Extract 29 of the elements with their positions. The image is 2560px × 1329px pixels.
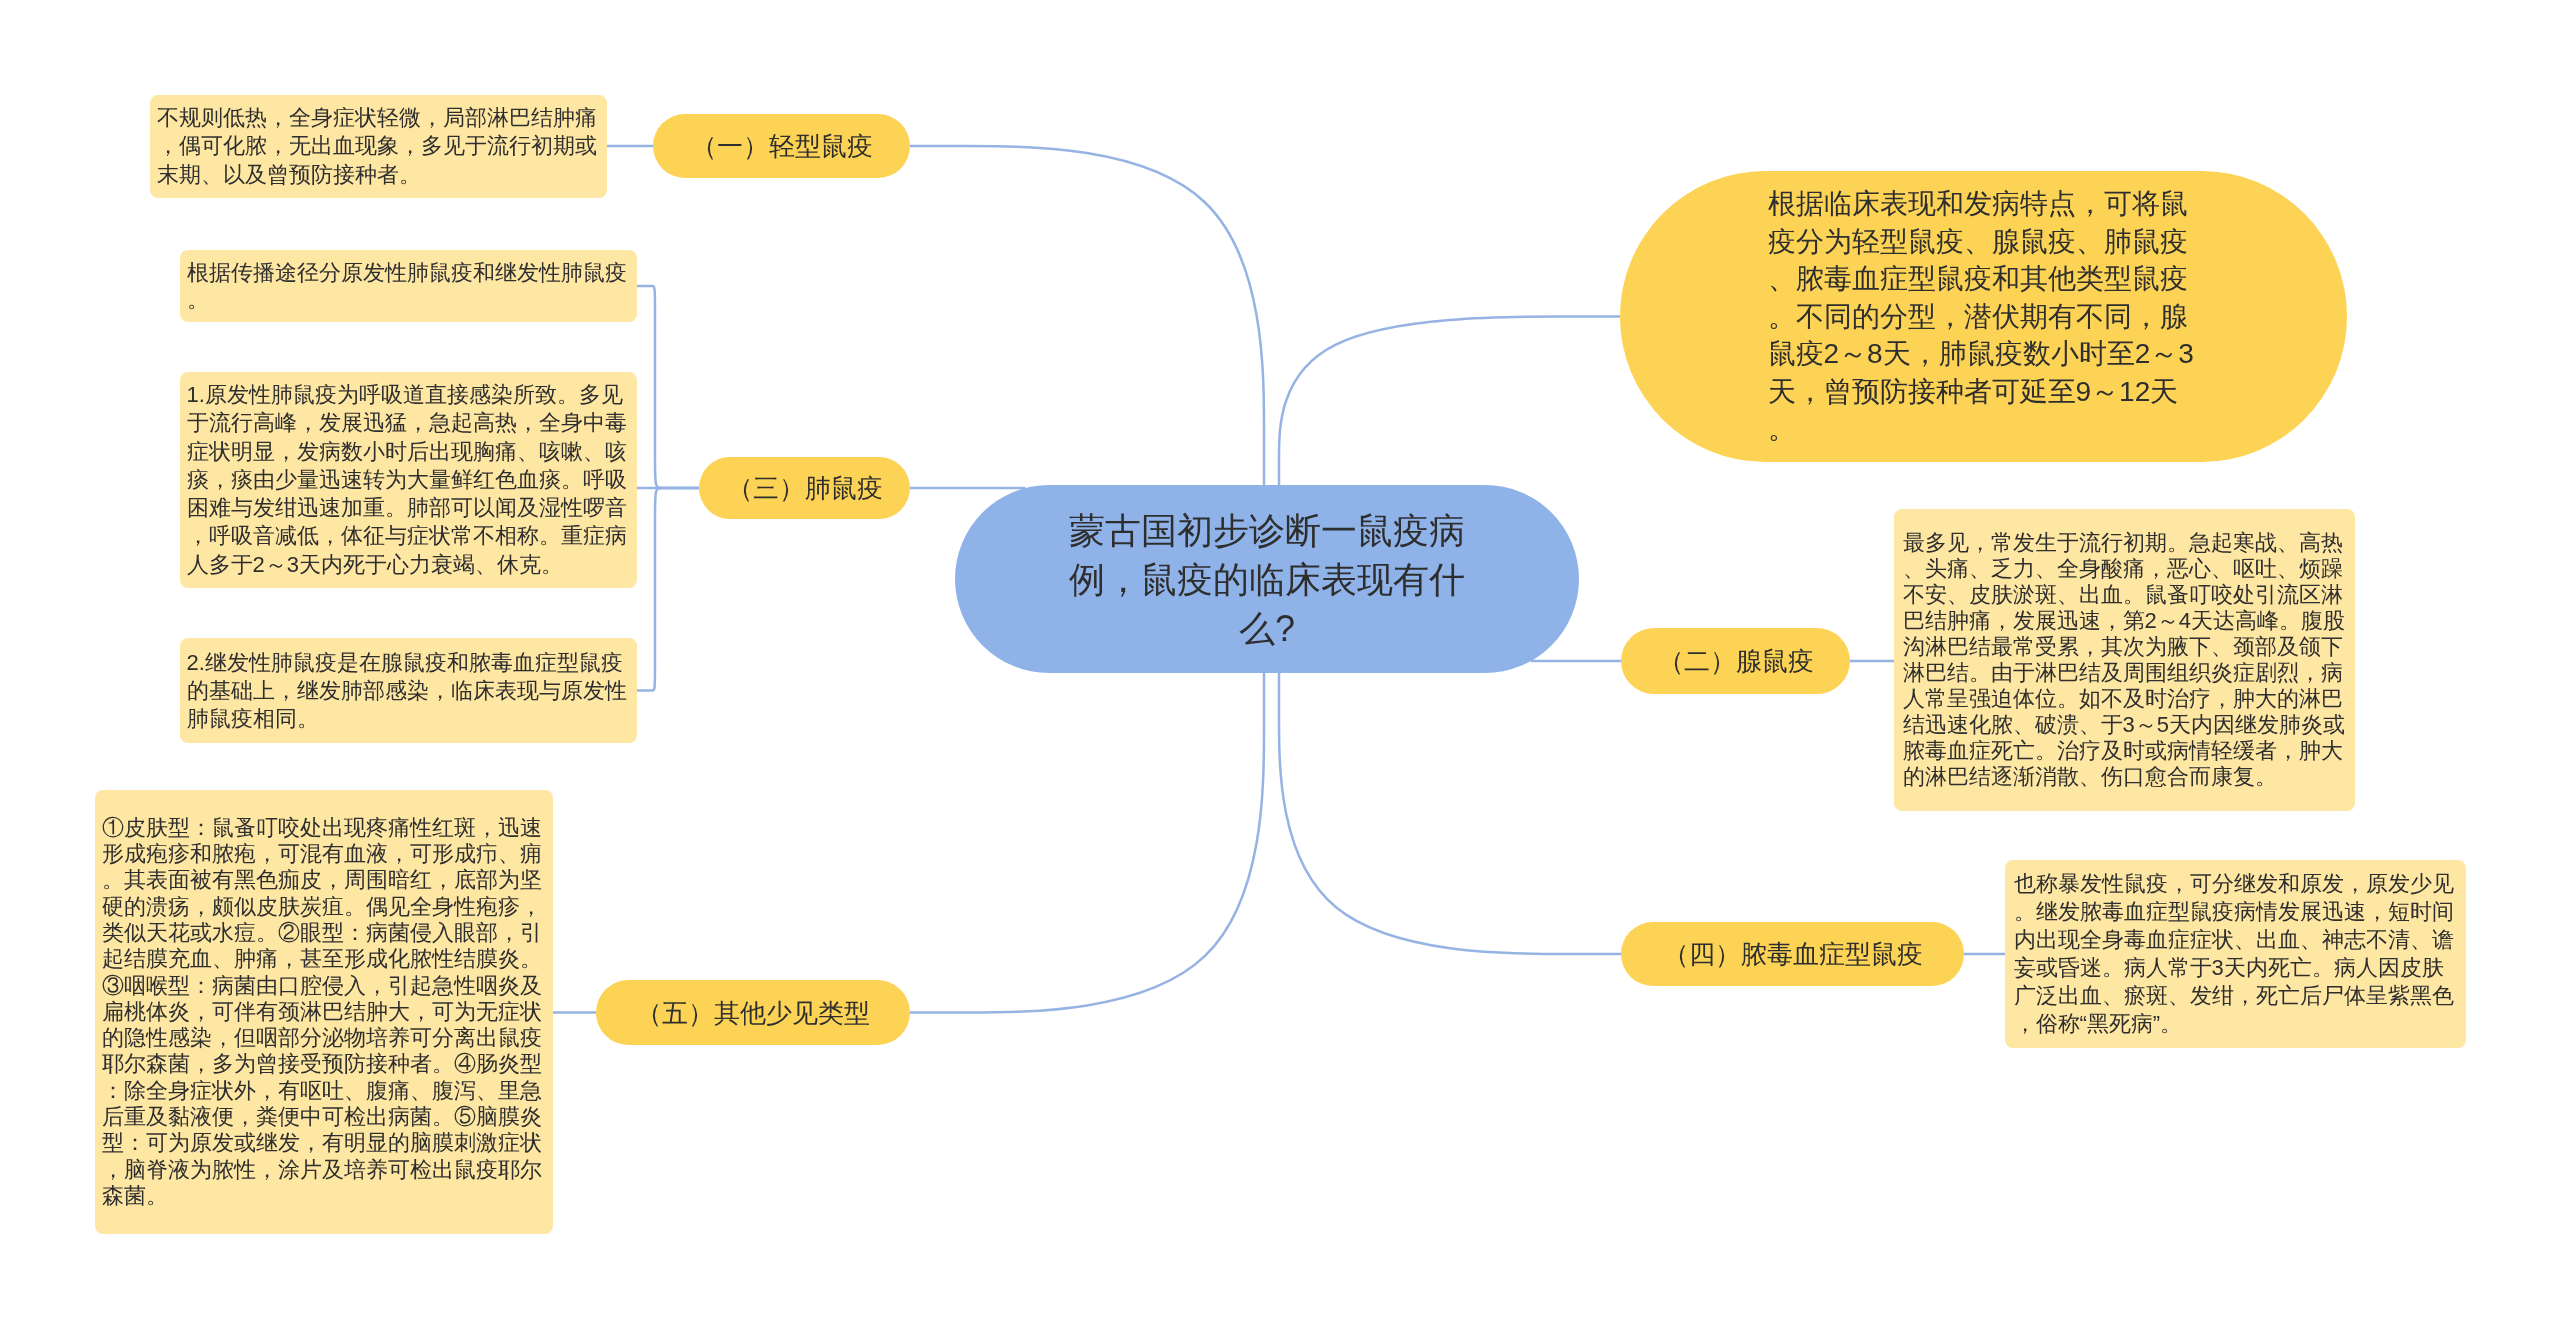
branch-label: （三）肺鼠疫 <box>726 472 883 504</box>
connector-line <box>910 486 1026 490</box>
branch-label: （五）其他少见类型 <box>636 996 870 1029</box>
note-text: 不规则低热，全身症状轻微，局部淋巴结肿痛，偶可化脓，无出血现象，多见于流行初期或末期、以及曾预防接种者。 <box>156 103 598 189</box>
summary-text: 根据临床表现和发病特点，可将鼠疫分为轻型鼠疫、腺鼠疫、肺鼠疫、脓毒血症型鼠疫和其他类型鼠疫。不同的分型，潜伏期有不同，腺鼠疫2～8天，肺鼠疫数小时至2～3天，曾预防接种者可延至9～12天。 <box>1767 187 2195 447</box>
note-text: 根据传播途径分原发性肺鼠疫和继发性肺鼠疫。 <box>186 258 628 314</box>
note-text: 1.原发性肺鼠疫为呼吸道直接感染所致。多见于流行高峰，发展迅猛，急起高热，全身中毒症状明显，发病数小时后出现胸痛、咳嗽、咳痰，痰由少量迅速转为大量鲜红色血痰。呼吸困难与发绀迅速加重。肺部可以闻及湿性啰音，呼吸音减低，体征与症状常不相称。重症病人多于2～3天内死于心力衰竭、休克。 <box>186 380 628 579</box>
note-text: 最多见，常发生于流行初期。急起寒战、高热、头痛、乏力、全身酸痛，恶心、呕吐、烦躁不安、皮肤淤斑、出血。鼠蚤叮咬处引流区淋巴结肿痛，发展迅速，第2～4天达高峰。腹股沟淋巴结最常受累，其次为腋下、颈部及颌下淋巴结。由于淋巴结及周围组织炎症剧烈，病人常呈强迫体位。如不及时治疗，肿大的淋巴结迅速化脓、破溃、于3～5天内因继发肺炎或脓毒血症死亡。治疗及时或病情轻缓者，肿大的淋巴结逐渐消散、伤口愈合而康复。 <box>1902 530 2346 790</box>
topic-title: 蒙古国初步诊断一鼠疫病例，鼠疫的临床表现有什么? <box>1068 508 1466 651</box>
connector-line <box>1850 659 1894 663</box>
branch-label: （四）脓毒血症型鼠疫 <box>1662 938 1923 970</box>
connector-line <box>910 673 1266 1014</box>
note-card <box>1894 509 2355 811</box>
connector-line <box>637 486 699 692</box>
connector-line <box>1277 315 1620 485</box>
note-card <box>180 638 637 743</box>
connector-line <box>1530 659 1621 663</box>
branch-label: （一）轻型鼠疫 <box>690 130 873 162</box>
connector-line <box>1277 673 1621 956</box>
note-card <box>180 250 637 322</box>
branch-label: （二）腺鼠疫 <box>1657 645 1814 677</box>
note-card <box>150 95 607 198</box>
note-text: 也称暴发性鼠疫，可分继发和原发，原发少见。继发脓毒血症型鼠疫病情发展迅速，短时间内出现全身毒血症症状、出血、神志不清、谵妄或昏迷。病人常于3天内死亡。病人因皮肤广泛出血、瘀斑、发绀，死亡后尸体呈紫黑色，俗称“黑死病”。 <box>2013 870 2455 1038</box>
note-text: ①皮肤型：鼠蚤叮咬处出现疼痛性红斑，迅速形成疱疹和脓疱，可混有血液，可形成疖、痈。其表面被有黑色痂皮，周围暗红，底部为坚硬的溃疡，颇似皮肤炭疽。偶见全身性疱疹，类似天花或水痘。②眼型：病菌侵入眼部，引起结膜充血、肿痛，甚至形成化脓性结膜炎。③咽喉型：病菌由口腔侵入，引起急性咽炎及扁桃体炎，可伴有颈淋巴结肿大，可为无症状的隐性感染，但咽部分泌物培养可分离出鼠疫耶尔森菌，多为曾接受预防接种者。④肠炎型：除全身症状外，有呕吐、腹痛、腹泻、里急后重及黏液便，粪便中可检出病菌。⑤脑膜炎型：可为原发或继发，有明显的脑膜刺激症状，脑脊液为脓性，涂片及培养可检出鼠疫耶尔森菌。 <box>102 814 543 1210</box>
connector-line <box>553 1011 596 1014</box>
connector-line <box>910 144 1266 485</box>
note-text: 2.继发性肺鼠疫是在腺鼠疫和脓毒血症型鼠疫的基础上，继发肺部感染，临床表现与原发性肺鼠疫相同。 <box>186 648 628 733</box>
connector-line <box>607 144 653 148</box>
connector-line <box>1964 952 2005 956</box>
